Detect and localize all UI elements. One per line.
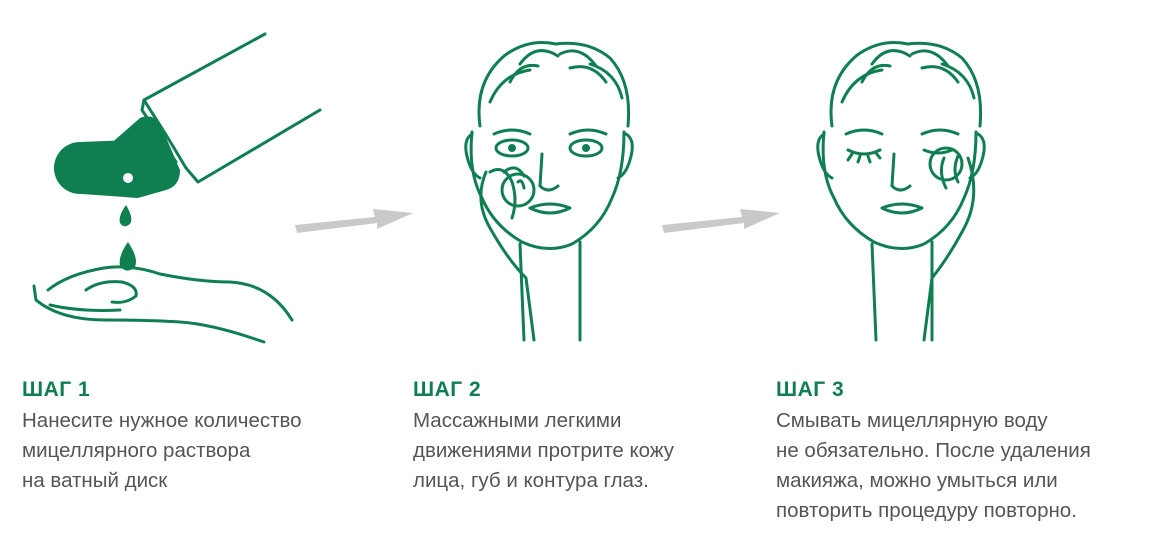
arrow-right-icon — [295, 209, 413, 233]
arrow-right-icon — [662, 209, 780, 233]
step-line: движениями протрите кожу — [413, 439, 675, 462]
bottle-pour-icon — [32, 32, 322, 344]
step-line: Смывать мицеллярную воду — [776, 409, 1048, 432]
step-line: Нанесите нужное количество — [22, 409, 302, 432]
step-line: макияжа, можно умыться или — [776, 469, 1058, 492]
step-2: ШАГ 2 Массажными легкими движениями прот… — [413, 378, 674, 496]
step-1: ШАГ 1 Нанесите нужное количество мицелля… — [22, 378, 302, 496]
step-title: ШАГ 3 — [776, 378, 845, 401]
step-description: Массажными легкими движениями протрите к… — [413, 406, 674, 496]
face-cotton-pad-icon — [464, 41, 634, 342]
step-title: ШАГ 1 — [22, 378, 91, 401]
face-wink-cotton-pad-icon — [816, 41, 986, 342]
step-description: Смывать мицеллярную воду не обязательно.… — [776, 406, 1091, 526]
step-line: не обязательно. После удаления — [776, 439, 1091, 462]
step-3: ШАГ 3 Смывать мицеллярную воду не обязат… — [776, 378, 1091, 526]
step-title: ШАГ 2 — [413, 378, 482, 401]
step-line: мицеллярного раствора — [22, 439, 251, 462]
step-line: лица, губ и контура глаз. — [413, 469, 649, 492]
step-line: повторить процедуру повторно. — [776, 499, 1077, 522]
step-description: Нанесите нужное количество мицеллярного … — [22, 406, 302, 496]
step-line: Массажными легкими — [413, 409, 622, 432]
step-line: на ватный диск — [22, 469, 168, 492]
